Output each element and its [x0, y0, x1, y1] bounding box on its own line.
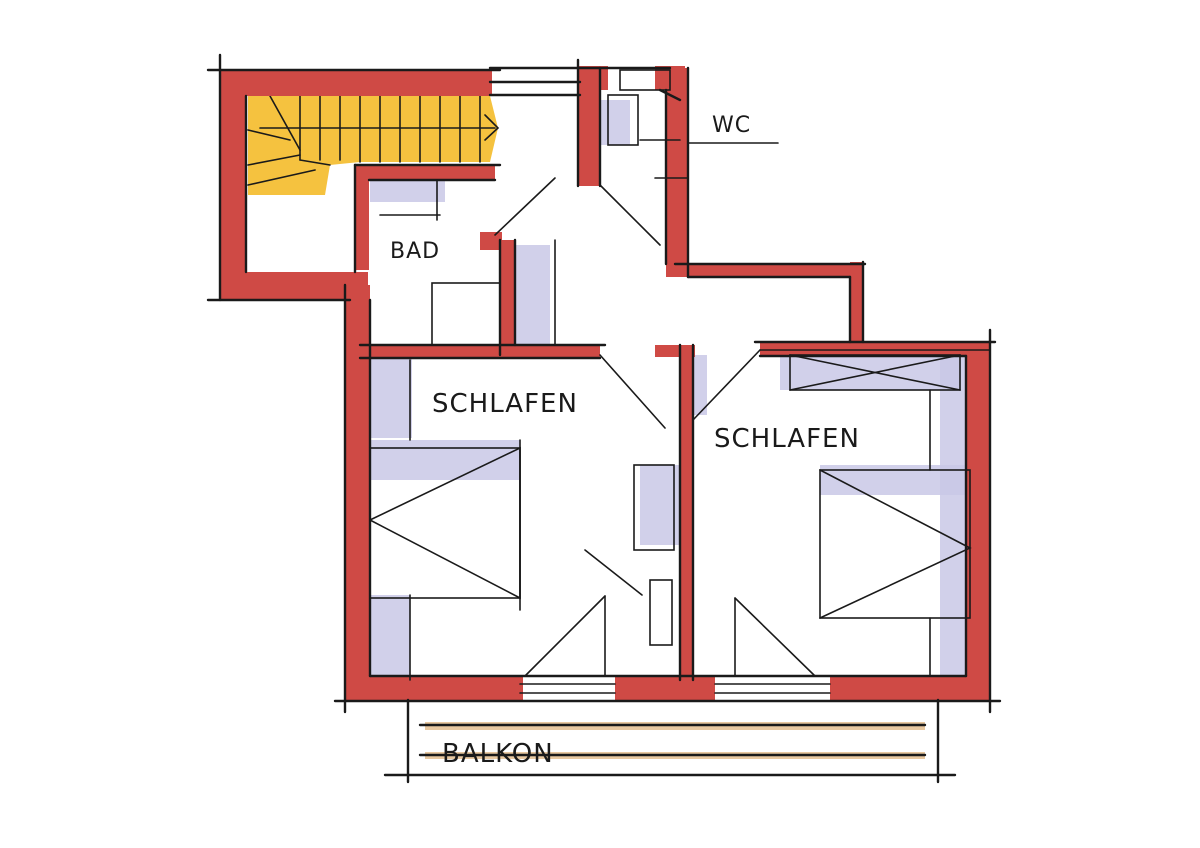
- balcony: [383, 698, 957, 784]
- fixtures: [369, 69, 991, 694]
- staircase: [247, 95, 500, 195]
- room-label-wc: WC: [712, 113, 751, 138]
- room-label-bedroom-right: SCHLAFEN: [714, 424, 860, 454]
- room-label-bedroom-left: SCHLAFEN: [432, 389, 578, 419]
- pen-lines: [206, 53, 1002, 714]
- room-label-balcony: BALKON: [442, 739, 554, 769]
- room-label-bath: BAD: [390, 239, 440, 264]
